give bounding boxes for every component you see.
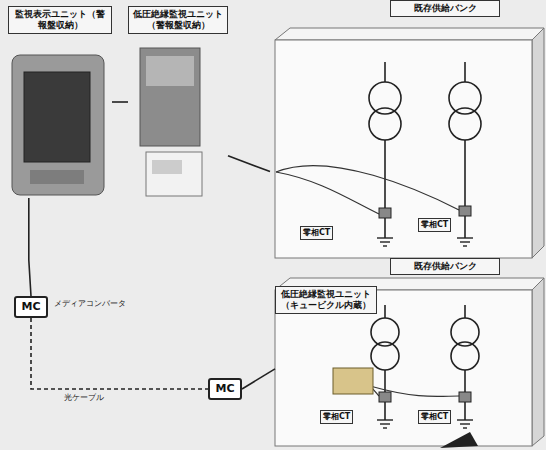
unit-node: 既存供給バンク <box>270 0 544 260</box>
cubicle-monitor-unit <box>333 368 373 394</box>
monitor-base <box>30 170 84 184</box>
bank-front <box>275 40 532 258</box>
bank-side <box>532 278 544 446</box>
unit-node: 低圧絶縁監視ユニット（警報盤収納） <box>128 6 228 198</box>
ct-label: 零相CT <box>300 226 333 240</box>
unit-heading: 低圧絶縁監視ユニット（キュービクル内蔵） <box>275 286 377 314</box>
transformers <box>369 62 481 420</box>
unit-panel <box>146 56 194 86</box>
cable-label: 光ケーブル <box>62 392 106 404</box>
ct-wires <box>276 166 459 397</box>
monitor-screen <box>24 72 90 162</box>
display-window <box>152 160 182 174</box>
unit-heading: 監視表示ユニット（警報盤収納） <box>8 6 112 34</box>
ct-label: 零相CT <box>418 218 451 232</box>
zero-phase-ct <box>379 206 471 402</box>
bank-side <box>532 28 544 258</box>
optical-cable <box>31 318 208 389</box>
unit-heading: 既存供給バンク <box>390 0 500 17</box>
ct-label: 零相CT <box>418 410 451 424</box>
monitor-unit-housing <box>140 48 200 146</box>
signal-line <box>29 198 31 296</box>
pointer-mark <box>440 432 478 448</box>
signal-line <box>228 156 270 172</box>
media-converter: MC <box>14 296 48 318</box>
part-label: メディアコンバータ <box>52 298 128 310</box>
signal-line <box>112 101 128 103</box>
converter-label: MC <box>16 298 46 315</box>
signal-line <box>242 369 275 389</box>
unit-node: 監視表示ユニット（警報盤収納） <box>8 6 112 198</box>
monitor-housing <box>12 55 104 195</box>
unit-heading: 既存供給バンク <box>390 258 500 275</box>
unit-node: 既存供給バンク低圧絶縁監視ユニット（キュービクル内蔵） <box>270 258 544 448</box>
ct-label: 零相CT <box>320 410 353 424</box>
display-panel <box>146 152 202 196</box>
bank-top <box>275 28 544 40</box>
unit-node: 低圧絶縁監視ユニット（キュービクル内蔵） <box>275 286 377 398</box>
converter-label: MC <box>210 380 240 397</box>
media-converter: MC <box>208 378 242 400</box>
unit-heading: 低圧絶縁監視ユニット（警報盤収納） <box>128 6 228 34</box>
